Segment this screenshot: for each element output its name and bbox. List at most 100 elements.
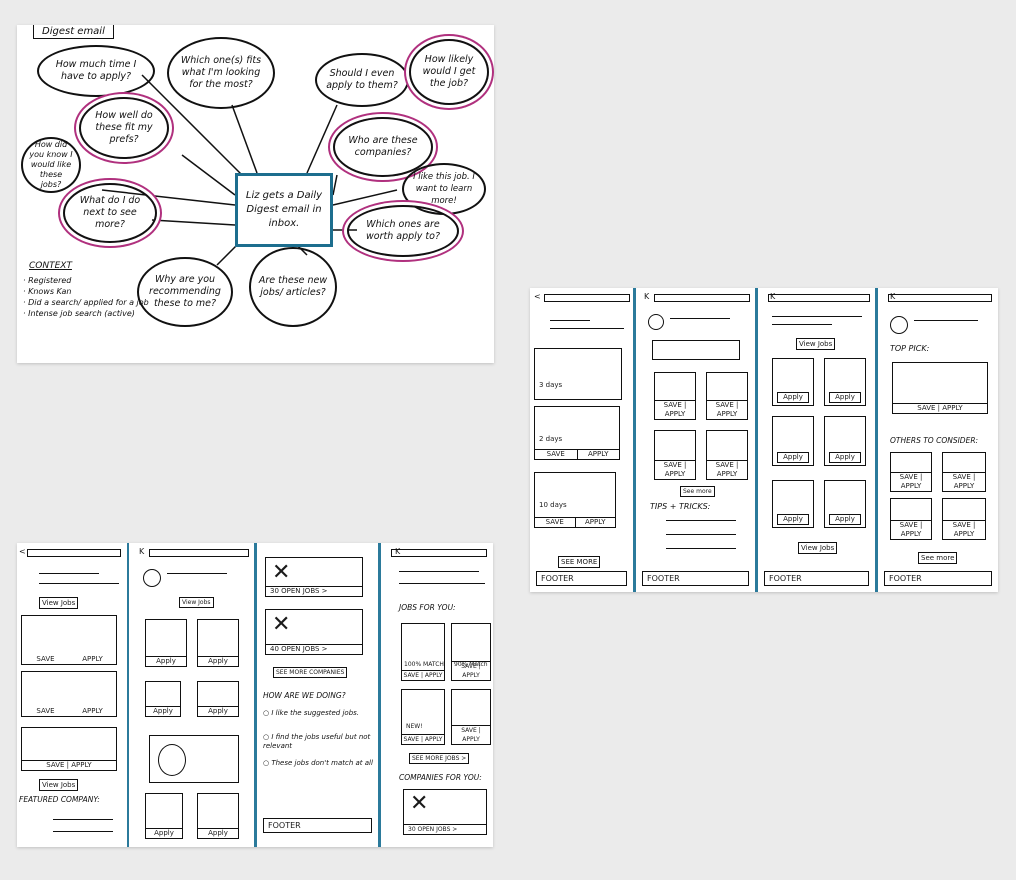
- open-jobs-link[interactable]: 30 OPEN JOBS >: [404, 824, 486, 834]
- save-apply-button[interactable]: SAVE | APPLY: [707, 400, 747, 419]
- top-pick-card[interactable]: SAVE | APPLY: [892, 362, 988, 414]
- feedback-option-label: These jobs don't match at all: [271, 759, 373, 767]
- job-card[interactable]: SAVE | APPLY: [706, 372, 748, 420]
- save-apply-button[interactable]: SAVE | APPLY: [22, 760, 116, 770]
- save-apply-button[interactable]: SAVE | APPLY: [943, 472, 985, 491]
- header-bar: [654, 294, 750, 302]
- job-card[interactable]: SAVE | APPLY: [890, 452, 932, 492]
- job-card[interactable]: 3 days: [534, 348, 622, 400]
- job-card[interactable]: SAVE | APPLY: [706, 430, 748, 480]
- save-apply-button[interactable]: SAVE | APPLY: [452, 725, 490, 744]
- company-card[interactable]: ✕ 40 OPEN JOBS >: [265, 609, 363, 655]
- text-line: [666, 520, 736, 521]
- job-card[interactable]: Apply: [145, 619, 187, 667]
- save-apply-button[interactable]: SAVE | APPLY: [891, 520, 931, 539]
- view-jobs-button[interactable]: View Jobs: [39, 779, 79, 791]
- save-button[interactable]: SAVE: [545, 518, 564, 526]
- job-card[interactable]: SAVE APPLY: [21, 615, 117, 665]
- save-apply-button[interactable]: SAVE | APPLY: [943, 520, 985, 539]
- see-more-button[interactable]: See more: [680, 486, 715, 497]
- job-card[interactable]: Apply: [145, 681, 181, 717]
- job-card[interactable]: SAVE | APPLY: [654, 430, 696, 480]
- apply-button[interactable]: Apply: [829, 452, 861, 463]
- apply-button[interactable]: APPLY: [82, 655, 103, 663]
- view-jobs-button[interactable]: View Jobs: [798, 542, 838, 554]
- new-badge: NEW!: [406, 723, 423, 730]
- apply-button[interactable]: Apply: [777, 514, 809, 525]
- job-card[interactable]: SAVE | APPLY: [654, 372, 696, 420]
- job-card[interactable]: Apply: [772, 358, 814, 406]
- feedback-option-3[interactable]: ○ These jobs don't match at all: [263, 759, 373, 767]
- job-card[interactable]: Apply: [145, 793, 183, 839]
- avatar: [648, 314, 664, 330]
- save-apply-button[interactable]: SAVE | APPLY: [707, 460, 747, 479]
- apply-button[interactable]: APPLY: [574, 518, 616, 527]
- text-line: [53, 819, 113, 820]
- apply-button[interactable]: Apply: [777, 392, 809, 403]
- job-card[interactable]: SAVE | APPLY: [451, 689, 491, 745]
- see-more-button[interactable]: SEE MORE: [558, 556, 601, 568]
- see-more-companies-button[interactable]: SEE MORE COMPANIES: [273, 667, 348, 678]
- view-jobs-button[interactable]: View Jobs: [796, 338, 836, 350]
- job-card[interactable]: 10 days SAVE APPLY: [534, 472, 616, 528]
- apply-button[interactable]: Apply: [198, 706, 238, 716]
- save-apply-button[interactable]: SAVE | APPLY: [402, 734, 444, 743]
- footer: FOOTER: [764, 571, 869, 586]
- apply-button[interactable]: Apply: [777, 452, 809, 463]
- save-button[interactable]: SAVE: [546, 450, 565, 458]
- open-jobs-link[interactable]: 40 OPEN JOBS >: [266, 644, 362, 654]
- apply-button[interactable]: Apply: [146, 828, 182, 838]
- apply-button[interactable]: APPLY: [82, 707, 103, 715]
- company-card[interactable]: ✕ 30 OPEN JOBS >: [265, 557, 363, 597]
- save-apply-button[interactable]: SAVE | APPLY: [655, 460, 695, 479]
- job-card[interactable]: Apply: [824, 480, 866, 528]
- job-card[interactable]: NEW! SAVE | APPLY: [401, 689, 445, 745]
- job-card[interactable]: SAVE | APPLY: [21, 727, 117, 771]
- see-more-jobs-button[interactable]: SEE MORE JOBS >: [409, 753, 470, 764]
- view-jobs-button[interactable]: View Jobs: [39, 597, 79, 609]
- job-card[interactable]: SAVE | APPLY: [942, 498, 986, 540]
- apply-button[interactable]: APPLY: [576, 450, 620, 459]
- text-line: [772, 324, 832, 325]
- apply-button[interactable]: Apply: [146, 706, 180, 716]
- view-jobs-button[interactable]: View Jobs: [179, 597, 214, 608]
- see-more-button[interactable]: See more: [918, 552, 958, 564]
- back-icon: <: [19, 547, 26, 556]
- wireframe-sheet-top: < 3 days 2 days SAVE APPLY 10 days SAVE …: [530, 288, 998, 592]
- job-card[interactable]: SAVE APPLY: [21, 671, 117, 717]
- context-item: · Did a search/ applied for a job: [23, 298, 149, 307]
- job-card[interactable]: Apply: [197, 681, 239, 717]
- job-card[interactable]: 100% MATCH SAVE | APPLY: [401, 623, 445, 681]
- save-apply-button[interactable]: SAVE | APPLY: [891, 472, 931, 491]
- job-card[interactable]: SAVE | APPLY: [942, 452, 986, 492]
- company-card[interactable]: ✕ 30 OPEN JOBS >: [403, 789, 487, 835]
- job-card[interactable]: Apply: [197, 793, 239, 839]
- job-card[interactable]: Apply: [772, 480, 814, 528]
- footer: FOOTER: [536, 571, 627, 586]
- job-card[interactable]: 90% Match SAVE | APPLY: [451, 623, 491, 681]
- apply-button[interactable]: Apply: [829, 392, 861, 403]
- apply-button[interactable]: Apply: [198, 656, 238, 666]
- apply-button[interactable]: Apply: [198, 828, 238, 838]
- job-card[interactable]: Apply: [824, 416, 866, 466]
- job-card[interactable]: 2 days SAVE APPLY: [534, 406, 620, 460]
- job-card[interactable]: SAVE | APPLY: [890, 498, 932, 540]
- job-card[interactable]: Apply: [824, 358, 866, 406]
- save-apply-button[interactable]: SAVE | APPLY: [452, 661, 490, 680]
- job-card[interactable]: Apply: [772, 416, 814, 466]
- save-button[interactable]: SAVE: [36, 655, 55, 663]
- footer: FOOTER: [642, 571, 749, 586]
- wire-top-col-2: K SAVE | APPLY SAVE | APPLY SAVE | APPLY…: [636, 288, 758, 592]
- feedback-option-1[interactable]: ○ I like the suggested jobs.: [263, 709, 360, 717]
- save-apply-button[interactable]: SAVE | APPLY: [893, 403, 987, 413]
- save-button[interactable]: SAVE: [36, 707, 55, 715]
- text-line: [39, 583, 119, 584]
- save-apply-button[interactable]: SAVE | APPLY: [402, 670, 444, 679]
- open-jobs-link[interactable]: 30 OPEN JOBS >: [266, 586, 362, 596]
- feedback-option-2[interactable]: ○ I find the jobs useful but not relevan…: [263, 733, 371, 750]
- apply-button[interactable]: Apply: [146, 656, 186, 666]
- save-apply-button[interactable]: SAVE | APPLY: [655, 400, 695, 419]
- wire-bottom-col-3: ✕ 30 OPEN JOBS > ✕ 40 OPEN JOBS > SEE MO…: [257, 543, 381, 847]
- job-card[interactable]: Apply: [197, 619, 239, 667]
- apply-button[interactable]: Apply: [829, 514, 861, 525]
